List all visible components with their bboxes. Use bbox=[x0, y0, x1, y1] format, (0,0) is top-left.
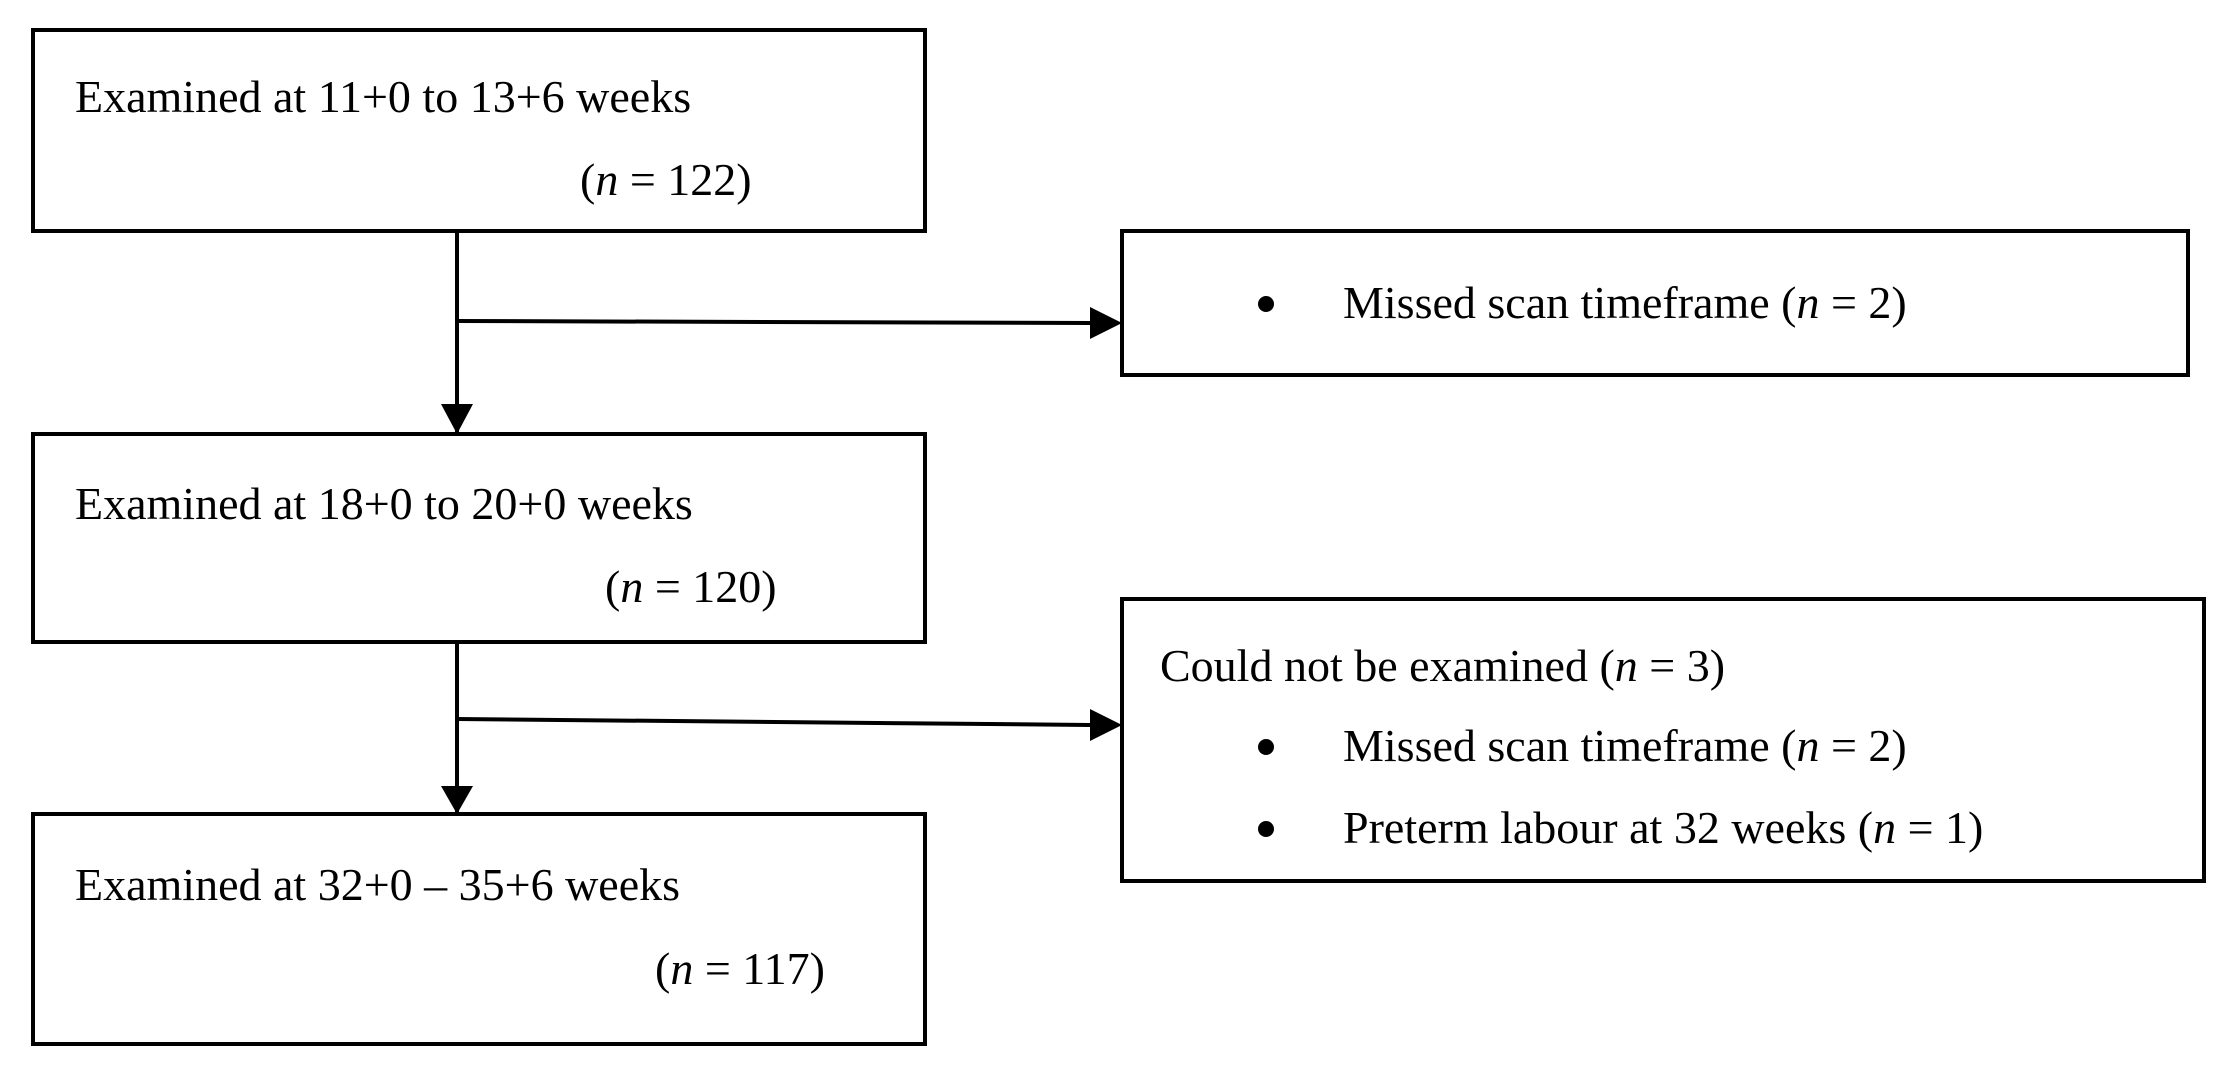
box-third-trimester-count: (n = 117) bbox=[655, 943, 825, 994]
arrowhead-right-2 bbox=[1090, 709, 1122, 741]
exclusion-item-missed-scan-2: Missed scan timeframe (n = 2) bbox=[1343, 720, 1907, 771]
box-second-trimester-label: Examined at 18+0 to 20+0 weeks bbox=[75, 478, 693, 529]
box-first-trimester-label: Examined at 11+0 to 13+6 weeks bbox=[75, 71, 692, 122]
connector-branch-1 bbox=[456, 319, 1091, 325]
bullet-icon bbox=[1258, 296, 1274, 312]
exclusion-item-missed-scan-1: Missed scan timeframe (n = 2) bbox=[1343, 277, 1907, 328]
box-second-trimester: Examined at 18+0 to 20+0 weeks (n = 120) bbox=[31, 432, 927, 644]
exclusion-box-first: Missed scan timeframe (n = 2) bbox=[1120, 229, 2190, 377]
box-third-trimester: Examined at 32+0 – 35+6 weeks (n = 117) bbox=[31, 812, 927, 1046]
box-third-trimester-label: Examined at 32+0 – 35+6 weeks bbox=[75, 859, 681, 910]
exclusion-item-preterm-labour: Preterm labour at 32 weeks (n = 1) bbox=[1343, 802, 1984, 853]
exclusion-box-second: Could not be examined (n = 3) Missed sca… bbox=[1120, 597, 2206, 883]
exclusion-heading: Could not be examined (n = 3) bbox=[1160, 640, 1726, 691]
arrowhead-right-1 bbox=[1090, 307, 1122, 339]
bullet-icon bbox=[1258, 821, 1274, 837]
box-first-trimester-count: (n = 122) bbox=[580, 154, 752, 205]
connector-branch-2 bbox=[456, 717, 1091, 727]
bullet-icon bbox=[1258, 739, 1274, 755]
box-first-trimester: Examined at 11+0 to 13+6 weeks (n = 122) bbox=[31, 28, 927, 233]
arrowhead-down-1 bbox=[441, 404, 473, 434]
arrowhead-down-2 bbox=[441, 786, 473, 814]
box-second-trimester-count: (n = 120) bbox=[605, 561, 777, 612]
